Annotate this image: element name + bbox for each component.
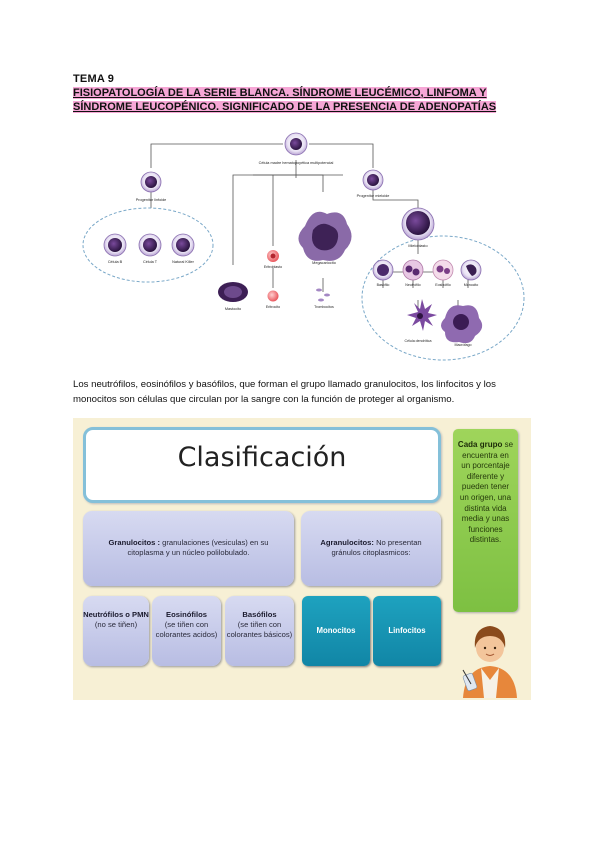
nk-cell-label: Natural Killer [172,260,194,264]
erythroblast-label: Eritroblasto [264,265,282,269]
stem-label: Célula madre hematopoyética multipotenci… [259,161,334,165]
topic-number: TEMA 9 [73,73,115,85]
t-cell-label: Célula T [143,260,158,264]
granulocytes-heading: Granulocitos : [108,538,160,547]
lymphocyte-b [103,233,127,257]
granulocytes-text: granulaciones (vesiculas) en su citoplas… [127,538,269,557]
megakaryocyte-cell [298,211,352,261]
granulocytes-box: Granulocitos : granulaciones (vesiculas)… [83,511,294,586]
classification-title: Clasificación [177,442,347,473]
lymphocytes-box: Linfocitos [373,596,441,666]
eosinophils-heading: Eosinófilos [166,610,207,619]
eosinophils-text: (se tiñen con colorantes acidos) [155,620,218,639]
neutrophil-label: Neutrófilo [405,283,420,287]
platelet-label: Trombocitos [314,305,334,309]
teacher-illustration [462,626,517,698]
mastocyte-label: Mastocito [225,307,241,311]
title-highlight: FISIOPATOLOGÍA DE LA SERIE BLANCA. SÍNDR… [73,87,497,113]
myeloid-label: Progenitor mieloide [357,194,390,198]
stem-cell [284,132,308,156]
agranulocytes-box: Agranulocitos: No presentan gránulos cit… [301,511,441,586]
macrophage-label: Macrófago [455,343,472,347]
intro-paragraph: Los neutrófilos, eosinófilos y basófilos… [73,379,496,405]
monocyte-label: Monocito [464,283,479,287]
basophil-label: Basófilo [377,283,390,287]
monocyte-cell [460,259,482,281]
myeloblast-label: Mieloblasto [408,244,427,248]
neutrophils-text: (no se tiñen) [94,620,138,629]
neutrophil-cell [402,259,424,281]
dendritic-label: Célula dendrítica [405,339,432,343]
basophil-cell [372,259,394,281]
group-note-box: Cada grupo se encuentra en un porcentaje… [453,429,518,612]
eosinophils-box: Eosinófilos (se tiñen con colorantes aci… [152,596,221,666]
myeloblast-cell [401,207,435,241]
group-note-text: se encuentra en un porcentaje diferente … [459,440,514,545]
mastocyte-cell [218,282,248,302]
lymphocyte-t [138,233,162,257]
eosinophil-cell [432,259,454,281]
erythrocyte-label: Eritrocito [266,305,280,309]
neutrophils-heading: Neutrófilos o PMN [83,610,149,619]
macrophage-cell [441,305,483,344]
basophils-heading: Basófilos [242,610,277,619]
hematopoiesis-diagram: Célula madre hematopoyética multipotenci… [82,132,525,361]
basophils-text: (se tiñen con colorantes básicos) [226,620,293,639]
natural-killer-cell [171,233,195,257]
monocytes-box: Monocitos [302,596,370,666]
group-note-bold: Cada grupo [457,440,503,449]
megakaryocyte-label: Megacariocito [312,261,336,265]
platelets-icon [316,288,330,302]
eosinophil-label: Eosinófilo [435,283,451,287]
basophils-box: Basófilos (se tiñen con colorantes básic… [225,596,294,666]
agranulocytes-text: No presentan gránulos citoplasmicos: [331,538,422,557]
classification-slide: Clasificación Cada grupo se encuentra en… [73,418,531,700]
agranulocytes-heading: Agranulocitos: [320,538,374,547]
dendritic-cell [407,299,437,331]
document-title: FISIOPATOLOGÍA DE LA SERIE BLANCA. SÍNDR… [73,86,533,114]
lymphoid-progenitor-cell [140,171,162,193]
erythroblast-cell [267,250,279,262]
classification-title-box: Clasificación [83,427,441,503]
lymphoid-label: Progenitor linfoide [136,198,167,202]
myeloid-progenitor-cell [362,169,384,191]
erythrocyte-cell [267,290,279,302]
b-cell-label: Célula B [108,260,123,264]
neutrophils-box: Neutrófilos o PMN (no se tiñen) [83,596,149,666]
